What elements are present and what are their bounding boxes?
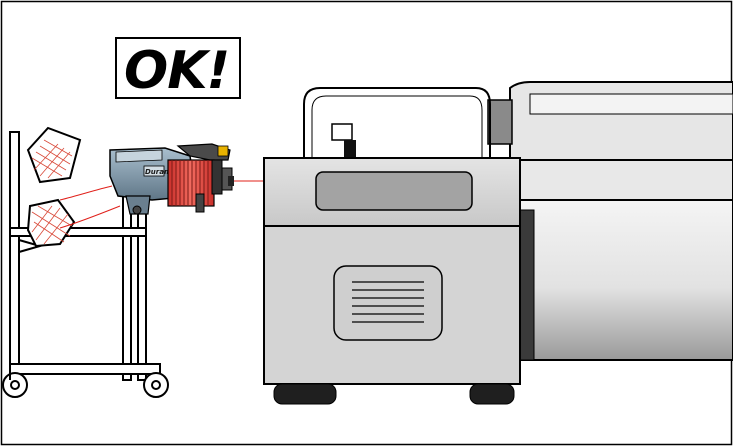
ok-banner-text: OK! [124, 41, 229, 101]
part-holder-upper [28, 128, 80, 182]
nut-runner-tool: Duramax [110, 144, 234, 214]
status-ok-banner: OK! [116, 38, 240, 101]
air-tube [488, 82, 733, 360]
torque-machine [264, 88, 520, 404]
part-holder-lower [28, 200, 74, 246]
